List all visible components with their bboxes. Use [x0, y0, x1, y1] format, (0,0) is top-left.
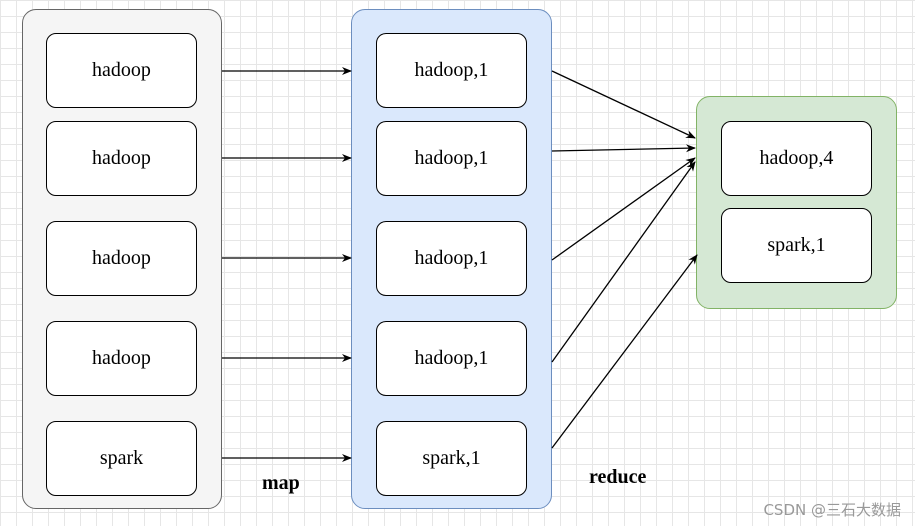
watermark: CSDN @三石大数据 [763, 501, 901, 519]
reduce-label: reduce [589, 466, 647, 488]
reduce-arrow-4 [551, 161, 696, 363]
input-node: spark [46, 421, 197, 496]
mapped-node: hadoop,1 [376, 33, 527, 108]
result-node: spark,1 [721, 208, 872, 283]
input-node: hadoop [46, 321, 197, 396]
input-node: hadoop [46, 33, 197, 108]
reduce-arrow-5 [551, 254, 698, 449]
mapped-node: hadoop,1 [376, 121, 527, 196]
reduce-arrow-3 [551, 157, 696, 261]
mapped-node: hadoop,1 [376, 321, 527, 396]
input-node: hadoop [46, 221, 197, 296]
reduce-arrow-2 [551, 144, 696, 153]
result-node: hadoop,4 [721, 121, 872, 196]
mapped-node: spark,1 [376, 421, 527, 496]
mapped-node: hadoop,1 [376, 221, 527, 296]
map-label: map [262, 472, 300, 494]
reduce-arrow-1 [551, 70, 696, 139]
input-node: hadoop [46, 121, 197, 196]
